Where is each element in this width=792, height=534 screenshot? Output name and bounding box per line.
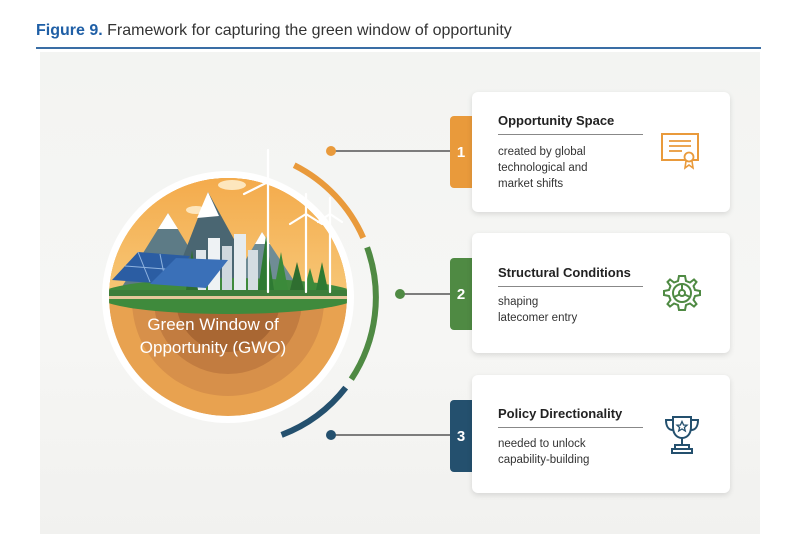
item-3-card: Policy Directionality needed to unlock c… — [472, 375, 730, 493]
figure-header: Figure 9. Framework for capturing the gr… — [36, 22, 761, 40]
item-3-title: Policy Directionality — [498, 406, 623, 421]
connectors — [326, 146, 450, 440]
gwo-label-line2: Opportunity (GWO) — [139, 338, 287, 357]
figure-title: Framework for capturing the green window… — [107, 22, 512, 39]
item-3-rule — [498, 427, 643, 428]
item-3-number: 3 — [456, 427, 466, 445]
item-2-tab: 2 — [450, 258, 472, 330]
item-1-title: Opportunity Space — [498, 113, 615, 128]
item-1-rule — [498, 134, 643, 135]
gwo-label-line1: Green Window of — [147, 315, 279, 334]
item-3-desc-line2: capability-building — [498, 454, 590, 466]
outer-arcs — [280, 162, 379, 438]
figure-number: Figure 9. — [36, 22, 103, 39]
header-rule — [36, 47, 761, 49]
item-2-desc-line1: shaping — [498, 296, 539, 308]
item-1-desc: created by global technological and mark… — [498, 144, 638, 192]
item-1-number: 1 — [456, 143, 466, 161]
item-1-desc-line1: created by global — [498, 146, 586, 158]
item-3-desc: needed to unlock capability-building — [498, 436, 638, 468]
item-2-desc: shaping latecomer entry — [498, 294, 638, 326]
item-1-tab: 1 — [450, 116, 472, 188]
gwo-circle — [102, 148, 354, 423]
gear-icon — [663, 275, 701, 311]
item-2-card: Structural Conditions shaping latecomer … — [472, 233, 730, 353]
gwo-label: Green Window of Opportunity (GWO) — [128, 313, 298, 359]
item-1-desc-line3: market shifts — [498, 178, 564, 190]
item-1-card: Opportunity Space created by global tech… — [472, 92, 730, 212]
item-2-title: Structural Conditions — [498, 265, 631, 280]
item-3-desc-line1: needed to unlock — [498, 438, 586, 450]
item-1-desc-line2: technological and — [498, 162, 588, 174]
item-2-number: 2 — [456, 285, 466, 303]
certificate-icon — [661, 133, 699, 170]
item-2-rule — [498, 286, 643, 287]
item-3-tab: 3 — [450, 400, 472, 472]
trophy-icon — [664, 416, 700, 454]
item-2-desc-line2: latecomer entry — [498, 312, 578, 324]
